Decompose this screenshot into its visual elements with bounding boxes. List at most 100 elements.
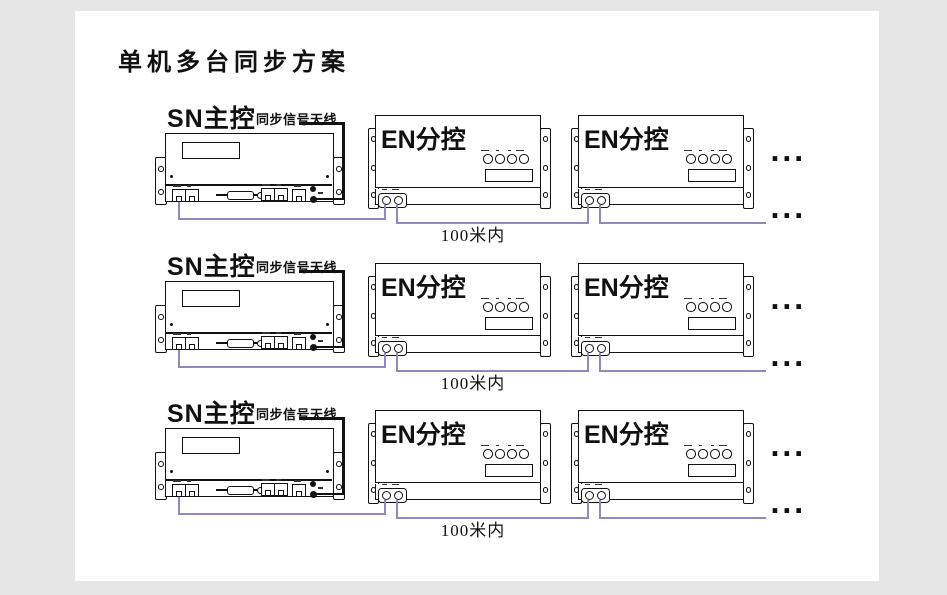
screw-hole — [158, 189, 164, 195]
screw — [326, 470, 329, 473]
button-label-marks — [496, 149, 499, 152]
lcd-display — [182, 437, 240, 454]
port-label-marks — [187, 333, 191, 335]
lcd-display — [688, 317, 736, 330]
screw-hole — [336, 337, 342, 343]
more-cable-indicator: ... — [770, 490, 806, 520]
screw-hole — [336, 189, 342, 195]
more-devices-indicator: ... — [770, 138, 806, 168]
menu-button — [686, 449, 696, 459]
device-bottom-strip — [375, 189, 541, 205]
port-label-marks — [294, 333, 301, 335]
sync-cable — [396, 370, 588, 372]
signal-port-box — [581, 340, 610, 356]
sync-cable — [384, 205, 386, 220]
antenna-cable — [342, 270, 346, 349]
port-label-marks — [585, 336, 590, 339]
distance-label: 100米内 — [440, 521, 506, 540]
signal-in-port — [584, 490, 594, 500]
port-label-marks — [173, 333, 181, 335]
screw — [326, 175, 329, 178]
port-label-marks — [392, 483, 399, 486]
port-label-marks — [595, 336, 602, 339]
sync-row-2: SN主控 同步信号天线 — [0, 243, 947, 395]
right-button — [507, 302, 517, 312]
port-label-marks — [382, 188, 387, 191]
screw-hole — [542, 340, 549, 346]
menu-button — [483, 154, 493, 164]
signal-in-port — [381, 343, 391, 353]
lcd-display — [485, 317, 533, 330]
right-button — [507, 154, 517, 164]
screw-hole — [542, 487, 549, 493]
button-label-marks — [699, 297, 702, 300]
sync-cable — [396, 353, 398, 372]
button-label-marks — [481, 297, 489, 300]
button-label-marks — [710, 297, 714, 300]
port-label-marks — [173, 185, 181, 187]
up-button — [495, 449, 505, 459]
lcd-display — [182, 142, 240, 159]
ethernet-port — [274, 336, 288, 349]
lcd-display — [485, 464, 533, 477]
ethernet-port — [261, 188, 275, 201]
en-slave-label: EN分控 — [584, 126, 669, 154]
right-button — [710, 302, 720, 312]
port-label-marks — [276, 332, 281, 334]
en-slave-device-2: EN分控 — [571, 115, 754, 210]
enter-button — [519, 302, 529, 312]
screw-hole — [542, 313, 549, 319]
signal-in-port — [584, 195, 594, 205]
port-label-marks — [318, 487, 323, 489]
port-label-marks — [392, 188, 399, 191]
en-slave-device-1: EN分控 — [368, 263, 551, 358]
sync-cable — [587, 353, 589, 372]
mounting-bracket-right — [743, 423, 754, 504]
dip-slider-body — [227, 486, 254, 495]
mounting-bracket-right — [540, 423, 551, 504]
port-label-marks — [595, 483, 602, 486]
port-label-marks — [262, 184, 270, 186]
port-label-marks — [276, 479, 281, 481]
signal-port-box — [581, 192, 610, 208]
button-label-marks — [699, 149, 702, 152]
more-cable-indicator: ... — [770, 343, 806, 373]
device-bottom-strip — [578, 484, 744, 500]
up-button — [698, 302, 708, 312]
sync-cable — [178, 366, 386, 368]
button-label-marks — [699, 444, 702, 447]
sync-cable — [599, 517, 766, 519]
ethernet-port — [185, 189, 199, 202]
port-label-marks — [392, 336, 399, 339]
button-label-marks — [710, 444, 714, 447]
more-cable-indicator: ... — [770, 195, 806, 225]
screw-hole — [542, 165, 549, 171]
antenna-cable — [342, 122, 346, 201]
config-port — [292, 189, 306, 202]
sync-cable — [396, 205, 398, 224]
signal-port-box — [378, 487, 407, 503]
right-button — [507, 449, 517, 459]
screw-hole — [542, 460, 549, 466]
antenna-cable-plug — [310, 195, 317, 203]
sync-cable — [178, 497, 180, 515]
screw-hole — [745, 340, 752, 346]
screw-hole — [158, 166, 164, 172]
antenna-cable-plug — [310, 343, 317, 351]
antenna-cable-plug — [310, 490, 317, 498]
port-label-marks — [585, 483, 590, 486]
port-label-marks — [276, 184, 281, 186]
screw-hole — [336, 314, 342, 320]
ethernet-port — [274, 188, 288, 201]
screw-hole — [745, 431, 752, 437]
ethernet-port — [274, 483, 288, 496]
en-slave-label: EN分控 — [381, 421, 466, 449]
screw-hole — [158, 337, 164, 343]
mounting-bracket-right — [743, 276, 754, 357]
button-label-marks — [507, 444, 511, 447]
antenna-cable — [299, 122, 345, 126]
en-slave-label: EN分控 — [381, 274, 466, 302]
lcd-display — [485, 169, 533, 182]
button-label-marks — [507, 297, 511, 300]
